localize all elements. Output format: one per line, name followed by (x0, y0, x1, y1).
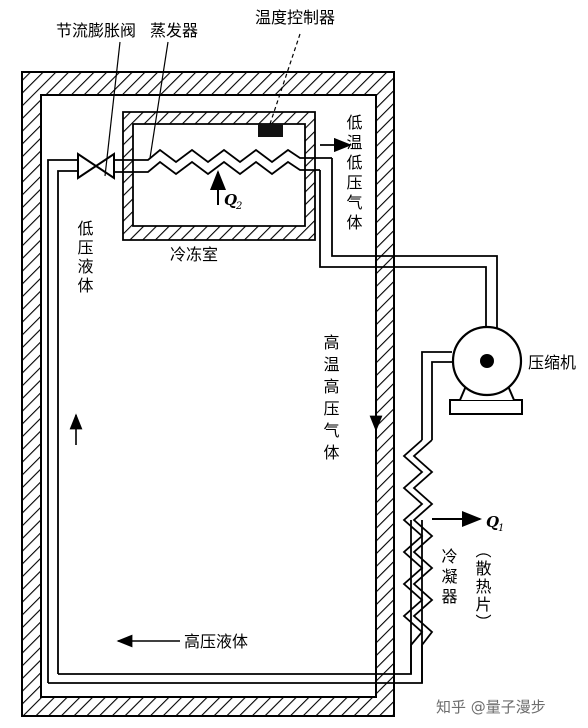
label-q2: Q 2 (224, 191, 242, 212)
watermark: 知乎 @量子漫步 (436, 698, 546, 716)
discharge-line (421, 351, 452, 440)
label-low-pressure-liquid: 低压液体 (75, 220, 94, 296)
throttle-valve (77, 152, 115, 180)
label-high-pressure-liquid: 高压液体 (184, 632, 248, 651)
suction-line (319, 158, 498, 335)
liquid-line (47, 159, 82, 683)
svg-text:Q: Q (486, 513, 499, 531)
cabinet-wall (21, 71, 395, 717)
label-evaporator: 蒸发器 (150, 21, 198, 40)
label-condenser: 冷凝器 (439, 548, 458, 608)
svg-text:Q: Q (224, 191, 237, 209)
condenser-coil (402, 439, 434, 683)
thermostat-block (258, 124, 283, 137)
freezer-wall (122, 111, 316, 241)
svg-text:1: 1 (498, 523, 504, 534)
compressor (449, 325, 523, 415)
label-throttle-valve: 节流膨胀阀 (56, 21, 136, 40)
compressor-hub (480, 354, 494, 368)
bottom-liquid-line (48, 520, 423, 684)
label-high-temp-high-pressure-gas: 高温高压气体 (321, 334, 340, 466)
label-low-temp-low-pressure-gas: 低温低压气体 (344, 114, 363, 234)
label-freezer: 冷冻室 (170, 245, 218, 264)
leader-lines (104, 33, 301, 177)
evaporator-tube (114, 148, 332, 176)
label-radiator: （散热片） (473, 542, 492, 632)
svg-text:2: 2 (235, 201, 242, 212)
label-compressor: 压缩机 (528, 353, 576, 372)
label-q1: Q 1 (486, 513, 504, 534)
label-thermostat: 温度控制器 (255, 8, 335, 27)
